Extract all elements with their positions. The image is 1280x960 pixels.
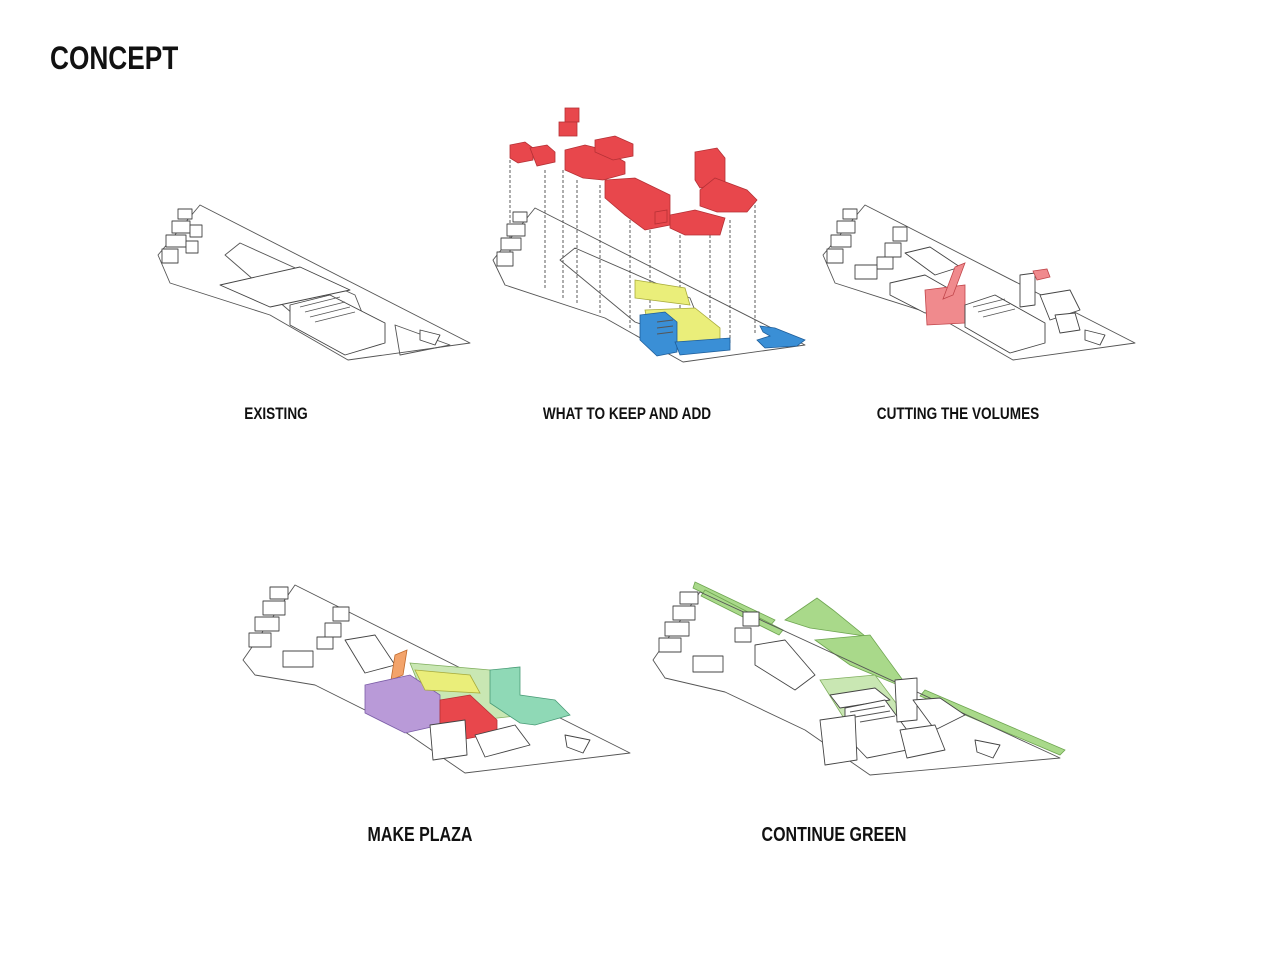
kept-volume-blue-2 bbox=[674, 337, 731, 356]
page-title: CONCEPT bbox=[50, 40, 179, 76]
site-axonometric-existing bbox=[157, 204, 471, 361]
caption-plaza: MAKE PLAZA bbox=[367, 824, 473, 846]
caption-existing: EXISTING bbox=[244, 404, 308, 423]
diagram-existing bbox=[150, 195, 480, 370]
caption-cutting: CUTTING THE VOLUMES bbox=[876, 404, 1040, 423]
kept-volume-yellow bbox=[634, 279, 691, 306]
site-axonometric-cutting bbox=[822, 204, 1136, 361]
diagram-green bbox=[645, 580, 1066, 780]
cut-volume-2 bbox=[942, 262, 966, 300]
plaza-orange-volume bbox=[390, 649, 408, 681]
cut-volume-3 bbox=[1032, 268, 1051, 281]
caption-keep-add: WHAT TO KEEP AND ADD bbox=[542, 404, 712, 423]
site-axonometric-plaza bbox=[242, 584, 631, 774]
diagram-keep-add bbox=[485, 100, 815, 370]
site-axonometric-keep-add bbox=[492, 107, 806, 363]
diagram-cutting bbox=[815, 195, 1145, 370]
caption-green: CONTINUE GREEN bbox=[761, 824, 907, 846]
diagram-plaza bbox=[235, 575, 635, 780]
plaza-yellow-volume bbox=[414, 669, 481, 694]
kept-volume-blue-3 bbox=[756, 325, 806, 349]
added-volumes bbox=[509, 107, 758, 236]
site-axonometric-green bbox=[652, 581, 1066, 776]
cut-volume-1 bbox=[924, 284, 966, 326]
plaza-mint-volume bbox=[489, 666, 571, 726]
green-park-1 bbox=[784, 597, 867, 637]
